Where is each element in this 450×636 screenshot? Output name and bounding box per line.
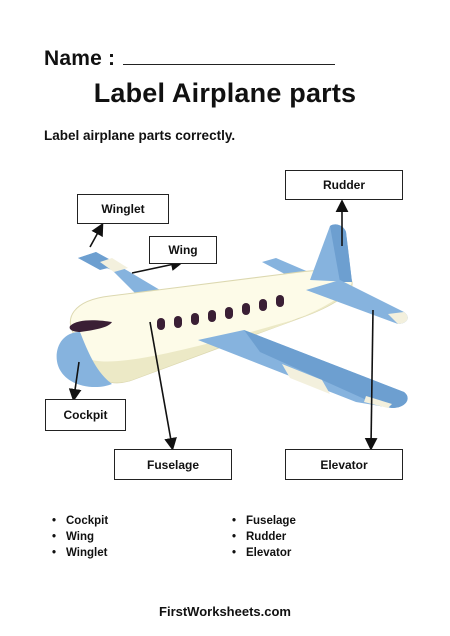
word-bank-left: Cockpit Wing Winglet [52, 513, 108, 561]
nose-cone [56, 332, 112, 388]
word-bank-item: Cockpit [52, 513, 108, 529]
word-bank-item: Wing [52, 529, 108, 545]
page-title: Label Airplane parts [93, 78, 357, 108]
label-box-elevator[interactable]: Elevator [285, 449, 403, 480]
label-box-winglet[interactable]: Winglet [77, 194, 169, 224]
arrow-cockpit [68, 361, 82, 402]
label-box-cockpit[interactable]: Cockpit [45, 399, 126, 431]
name-input-line[interactable] [123, 44, 336, 65]
arrow-wing [131, 258, 184, 274]
word-bank-right: Fuselage Rudder Elevator [232, 513, 296, 561]
word-bank-item: Fuselage [232, 513, 296, 529]
arrow-elevator [364, 309, 378, 451]
label-box-wing[interactable]: Wing [149, 236, 217, 264]
name-label: Name : [44, 47, 116, 70]
cockpit-window [69, 320, 112, 332]
cabin-windows [157, 295, 284, 330]
word-bank-item: Elevator [232, 545, 296, 561]
footer-site-name: FirstWorksheets.com [159, 604, 291, 619]
elevator-stabilizer [306, 280, 408, 324]
word-bank-item: Winglet [52, 545, 108, 561]
label-box-fuselage[interactable]: Fuselage [114, 449, 232, 480]
word-bank-item: Rudder [232, 529, 296, 545]
instruction-text: Label airplane parts correctly. [44, 128, 236, 143]
arrow-winglet [89, 222, 104, 248]
arrow-fuselage [149, 321, 177, 451]
name-row: Name : [44, 44, 336, 71]
label-box-rudder[interactable]: Rudder [285, 170, 403, 200]
